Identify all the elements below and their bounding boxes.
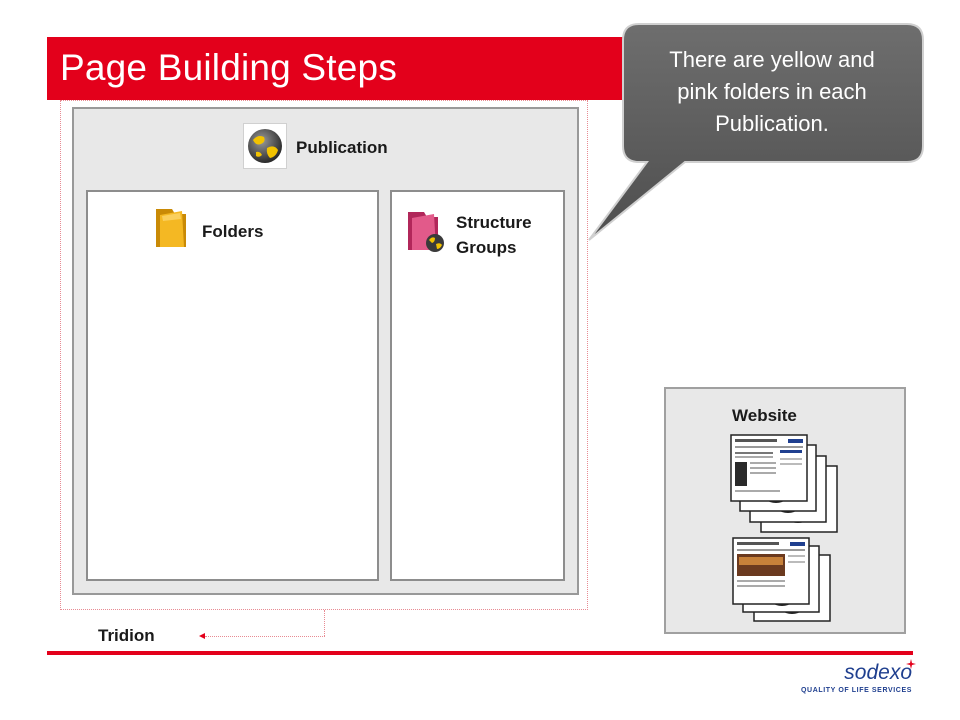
tridion-connector-horizontal	[205, 636, 325, 637]
folders-panel	[86, 190, 379, 581]
structure-groups-panel	[390, 190, 565, 581]
website-label: Website	[732, 406, 797, 425]
title-bar: Page Building Steps	[47, 37, 667, 100]
structure-groups-line-2: Groups	[456, 238, 517, 257]
globe-icon	[243, 123, 287, 169]
tridion-boundary	[60, 100, 588, 610]
callout-text: There are yellow and pink folders in eac…	[626, 44, 918, 140]
callout-line-2: pink folders in each	[677, 79, 867, 104]
logo-tagline: QUALITY OF LIFE SERVICES	[801, 687, 912, 694]
sodexo-logo: sodexo QUALITY OF LIFE SERVICES	[800, 659, 920, 699]
logo-wordmark: sodexo	[844, 661, 912, 684]
website-pages-stack-top	[730, 434, 838, 533]
footer-rule	[47, 651, 913, 655]
logo-star-icon	[906, 659, 916, 669]
publication-label: Publication	[296, 138, 388, 157]
structure-groups-label: Structure Groups	[456, 210, 566, 260]
callout-line-1: There are yellow and	[669, 47, 875, 72]
arrow-head-icon	[199, 633, 205, 639]
pink-folder-globe-icon	[404, 208, 448, 254]
tridion-label: Tridion	[98, 626, 155, 645]
page-title: Page Building Steps	[60, 47, 398, 88]
tridion-connector-vertical	[324, 610, 325, 636]
folders-label: Folders	[202, 222, 264, 241]
callout-line-3: Publication.	[715, 111, 829, 136]
website-pages-stack-bottom	[732, 537, 831, 622]
callout-bubble	[588, 23, 924, 241]
yellow-folder-icon	[152, 205, 190, 251]
structure-groups-line-1: Structure	[456, 213, 532, 232]
